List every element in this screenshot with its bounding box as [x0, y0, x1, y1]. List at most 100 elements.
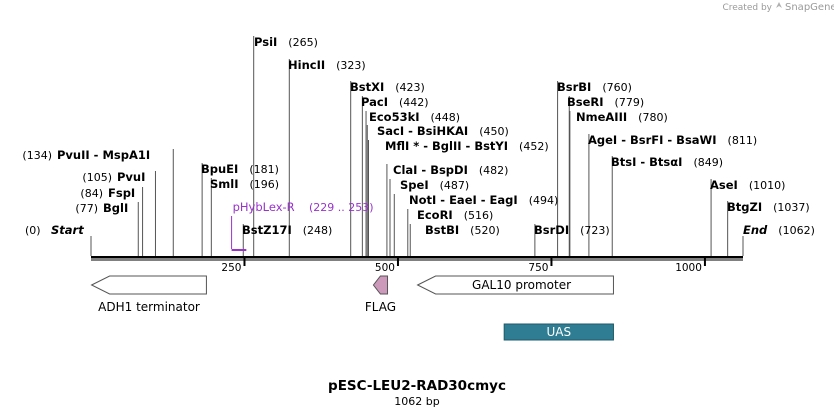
- site-bstxi-label[interactable]: BstXI (423): [350, 80, 425, 94]
- site-nmeaiii-label[interactable]: NmeAIII (780): [576, 110, 668, 124]
- feature-adh1-terminator-label: ADH1 terminator: [98, 300, 200, 314]
- site-noti-position: (494): [529, 194, 559, 207]
- site-fspi-label[interactable]: (84) FspI: [80, 186, 135, 200]
- site-btsi-label[interactable]: BtsI - BtsαI (849): [611, 155, 723, 169]
- tick-label-250: 250: [221, 262, 241, 274]
- site-lines: [90, 36, 744, 256]
- tick-label-500: 500: [375, 262, 395, 274]
- feature-adh1-terminator-arrow: [90, 275, 207, 295]
- site-start-position: (0): [25, 224, 41, 237]
- site-pvuii-label[interactable]: (134)PvuII - MspA1I: [22, 148, 150, 162]
- tick-label-750: 750: [528, 262, 548, 274]
- site-asei-position: (1010): [749, 179, 786, 192]
- site-pvuii-position: (134): [22, 149, 52, 162]
- site-bseri-position: (779): [615, 96, 645, 109]
- site-smli-label[interactable]: SmlI(196): [210, 177, 279, 191]
- site-noti-name: NotI - EaeI - EagI: [409, 193, 518, 207]
- site-spei-label[interactable]: SpeI (487): [400, 178, 469, 192]
- feature-gal10-promoter-arrow: [416, 275, 614, 295]
- site-agei-label[interactable]: AgeI - BsrFI - BsaWI(811): [588, 133, 757, 147]
- site-noti-label[interactable]: NotI - EaeI - EagI (494): [409, 193, 558, 207]
- site-bstxi-name: BstXI: [350, 80, 384, 94]
- site-bgli-label[interactable]: (77) BglI: [75, 201, 128, 215]
- site-start-label[interactable]: (0)Start: [25, 223, 84, 237]
- sequence-backbone-lower: [91, 259, 743, 261]
- site-asei-label[interactable]: AseI(1010): [710, 178, 785, 192]
- site-bpuei-label[interactable]: BpuEI (181): [201, 162, 279, 176]
- site-bsrbi-name: BsrBI: [557, 80, 591, 94]
- primer-range: (229 .. 253): [309, 201, 374, 214]
- feature-uas-box: [503, 323, 614, 341]
- site-clai-position: (482): [479, 164, 509, 177]
- site-paci-name: PacI: [361, 95, 388, 109]
- site-fspi-position: (84): [80, 187, 103, 200]
- site-saci-name: SacI - BsiHKAI: [377, 124, 468, 138]
- site-bsrbi-position: (760): [602, 81, 632, 94]
- site-btgzi-position: (1037): [773, 201, 810, 214]
- site-mfli-label[interactable]: MflI * - BglII - BstYI (452): [385, 139, 549, 153]
- feature-gal10-promoter-label: GAL10 promoter: [472, 278, 571, 292]
- site-btgzi-label[interactable]: BtgZI (1037): [727, 200, 810, 214]
- feature-flag-label: FLAG: [365, 300, 396, 314]
- site-bpuei-name: BpuEI: [201, 162, 238, 176]
- feature-adh1-terminator[interactable]: ADH1 terminator: [90, 275, 207, 314]
- site-mfli-name: MflI * - BglII - BstYI: [385, 139, 508, 153]
- site-smli-position: (196): [250, 178, 280, 191]
- site-saci-label[interactable]: SacI - BsiHKAI (450): [377, 124, 509, 138]
- feature-uas[interactable]: UAS: [503, 323, 614, 341]
- site-bgli-name: BglI: [103, 201, 128, 215]
- site-bstz17i-position: (248): [303, 224, 333, 237]
- site-agei-name: AgeI - BsrFI - BsaWI: [588, 133, 717, 147]
- primer-name: pHybLex-R: [233, 200, 295, 214]
- site-bgli-position: (77): [75, 202, 98, 215]
- site-bstbi-name: BstBI: [425, 223, 459, 237]
- site-bsrdi-label[interactable]: BsrDI (723): [534, 223, 610, 237]
- site-spei-position: (487): [440, 179, 470, 192]
- primer-layer: pHybLex-R (229 .. 253): [231, 200, 374, 251]
- sequence-backbone: [91, 256, 743, 259]
- site-end-name: End: [743, 223, 768, 237]
- site-fspi-name: FspI: [108, 186, 135, 200]
- sequence-title: pESC-LEU2-RAD30cmyc: [328, 378, 506, 394]
- site-bpuei-position: (181): [249, 163, 279, 176]
- site-bstz17i-label[interactable]: BstZ17I(248): [242, 223, 332, 237]
- site-paci-position: (442): [399, 96, 429, 109]
- site-bstbi-position: (520): [470, 224, 500, 237]
- site-nmeaiii-position: (780): [638, 111, 668, 124]
- site-nmeaiii-name: NmeAIII: [576, 110, 627, 124]
- site-bsrdi-name: BsrDI: [534, 223, 569, 237]
- sequence-length: 1062 bp: [394, 395, 439, 408]
- feature-uas-label: UAS: [547, 325, 572, 339]
- site-bstxi-position: (423): [395, 81, 425, 94]
- site-psii-position: (265): [288, 36, 318, 49]
- site-paci-label[interactable]: PacI (442): [361, 95, 429, 109]
- site-clai-label[interactable]: ClaI - BspDI (482): [393, 163, 508, 177]
- site-pvui-position: (105): [82, 171, 112, 184]
- site-bstbi-label[interactable]: BstBI (520): [425, 223, 500, 237]
- site-clai-name: ClaI - BspDI: [393, 163, 468, 177]
- site-btgzi-name: BtgZI: [727, 200, 762, 214]
- site-eco53ki-position: (448): [431, 111, 461, 124]
- site-bsrdi-position: (723): [580, 224, 610, 237]
- site-eco53ki-label[interactable]: Eco53kI(448): [369, 110, 460, 124]
- site-ecori-name: EcoRI: [417, 208, 453, 222]
- site-bseri-label[interactable]: BseRI(779): [567, 95, 644, 109]
- site-end-position: (1062): [778, 224, 815, 237]
- feature-gal10-promoter[interactable]: GAL10 promoter: [416, 275, 614, 295]
- feature-flag[interactable]: FLAG: [365, 275, 396, 314]
- site-ecori-label[interactable]: EcoRI(516): [417, 208, 493, 222]
- site-pvui-label[interactable]: (105)PvuI: [82, 170, 145, 184]
- site-spei-name: SpeI: [400, 178, 429, 192]
- site-btsi-name: BtsI - BtsαI: [611, 155, 682, 169]
- site-hincii-label[interactable]: HincII(323): [288, 58, 366, 72]
- site-btsi-position: (849): [693, 156, 723, 169]
- site-end-label[interactable]: End (1062): [743, 223, 815, 237]
- primer-bar[interactable]: [231, 249, 247, 251]
- site-psii-label[interactable]: PsiI(265): [254, 35, 318, 49]
- credit-text: Created by: [722, 3, 772, 13]
- site-saci-position: (450): [479, 125, 509, 138]
- site-mfli-position: (452): [519, 140, 549, 153]
- site-bsrbi-label[interactable]: BsrBI (760): [557, 80, 632, 94]
